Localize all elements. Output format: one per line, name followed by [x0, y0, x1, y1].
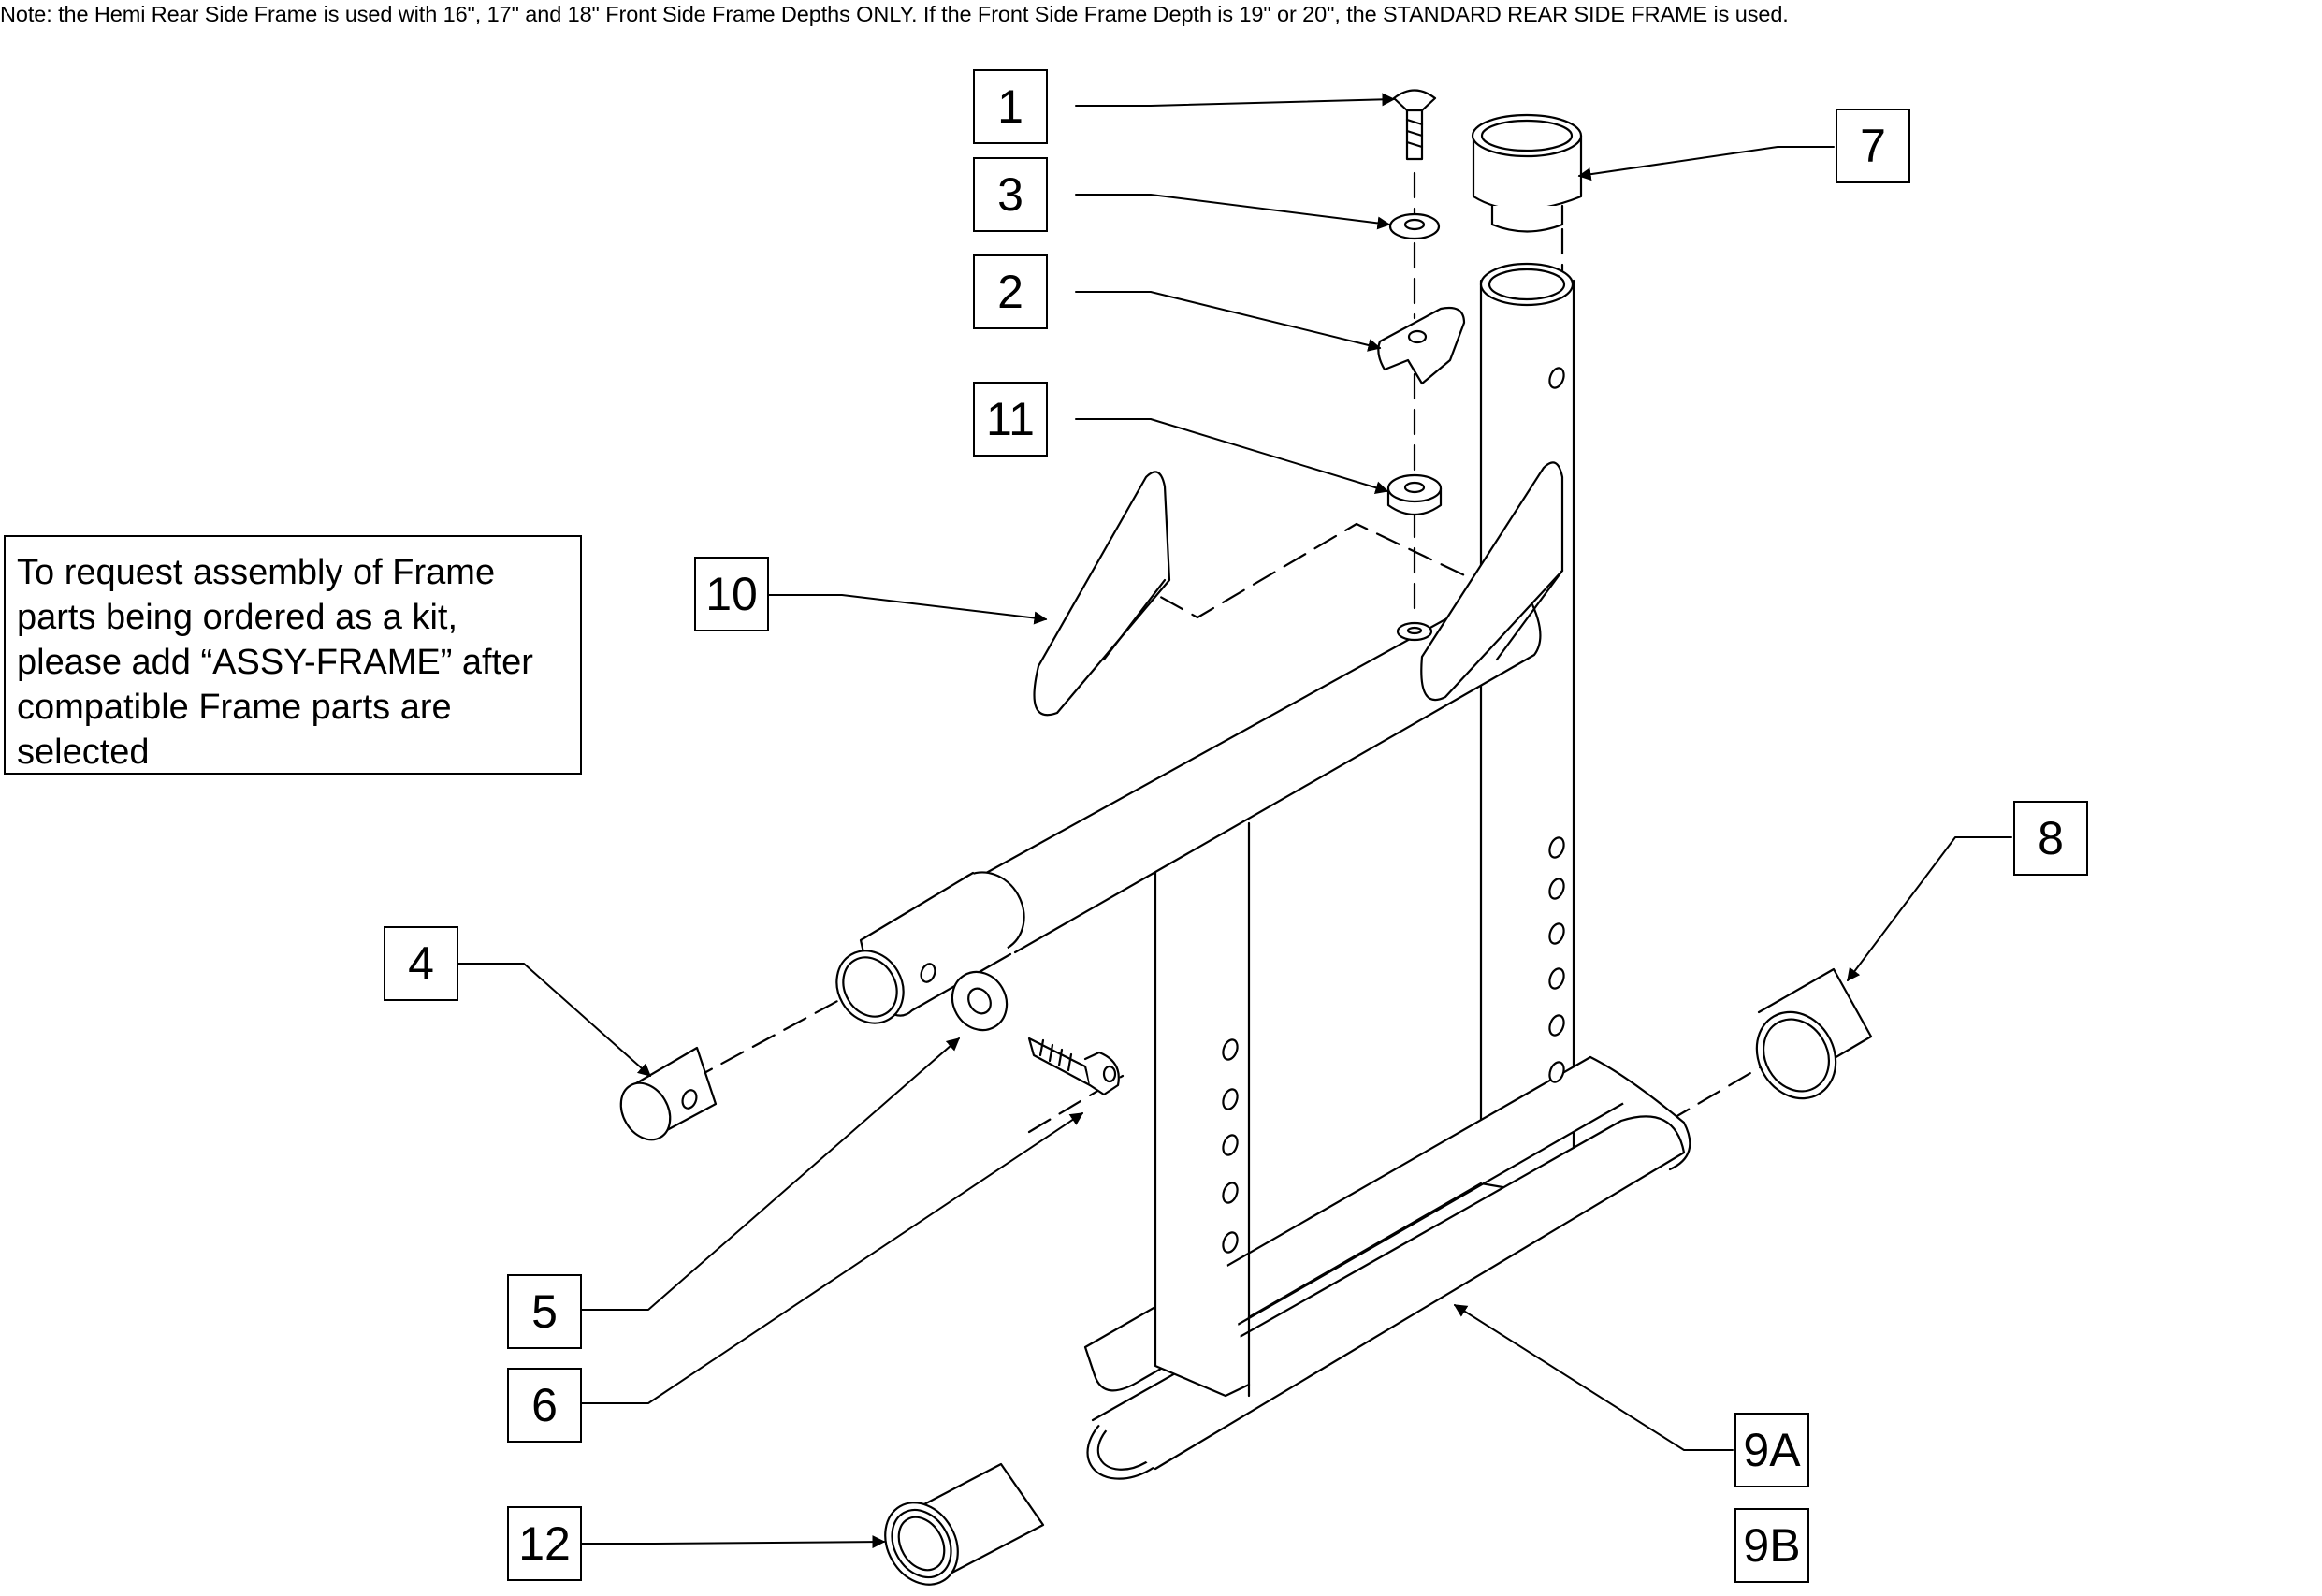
bolt-6: [1027, 1037, 1120, 1096]
callout-5: 5: [507, 1274, 582, 1349]
info-line: selected: [17, 733, 150, 772]
info-line: parts being ordered as a kit,: [17, 598, 458, 637]
callout-1: 1: [973, 69, 1048, 144]
clamp-2: [1377, 306, 1466, 385]
callout-4: 4: [384, 926, 458, 1001]
callout-3: 3: [973, 157, 1048, 232]
assembly-request-box: To request assembly of Frame parts being…: [4, 535, 582, 775]
washer-3: [1388, 212, 1441, 240]
callout-7: 7: [1836, 109, 1910, 183]
leader-lines: [457, 93, 2012, 1549]
callout-6: 6: [507, 1368, 582, 1443]
frame-depth-note: Note: the Hemi Rear Side Frame is used w…: [0, 2, 1789, 26]
end-plug-4: [619, 1046, 718, 1141]
washer-5: [951, 970, 1009, 1032]
callout-8: 8: [2013, 801, 2088, 876]
rear-post-holes: [1548, 367, 1565, 1083]
front-post-holes: [1222, 1038, 1239, 1254]
spacer-11: [1386, 473, 1443, 515]
guard-plate: [1033, 461, 1564, 717]
callout-10: 10: [694, 557, 769, 631]
callout-9a: 9A: [1734, 1413, 1809, 1487]
top-cap-7: [1471, 113, 1583, 233]
info-line: compatible Frame parts are: [17, 688, 452, 727]
end-cap-8: [1755, 967, 1873, 1100]
screw-1: [1392, 89, 1437, 161]
info-line: please add “ASSY-FRAME” after: [17, 643, 533, 682]
callout-2: 2: [973, 254, 1048, 329]
end-plug-12: [884, 1462, 1045, 1586]
callout-9b: 9B: [1734, 1508, 1809, 1583]
info-line: To request assembly of Frame: [17, 553, 496, 592]
callout-12: 12: [507, 1506, 582, 1581]
side-frame: [835, 262, 1691, 1480]
callout-11: 11: [973, 382, 1048, 457]
